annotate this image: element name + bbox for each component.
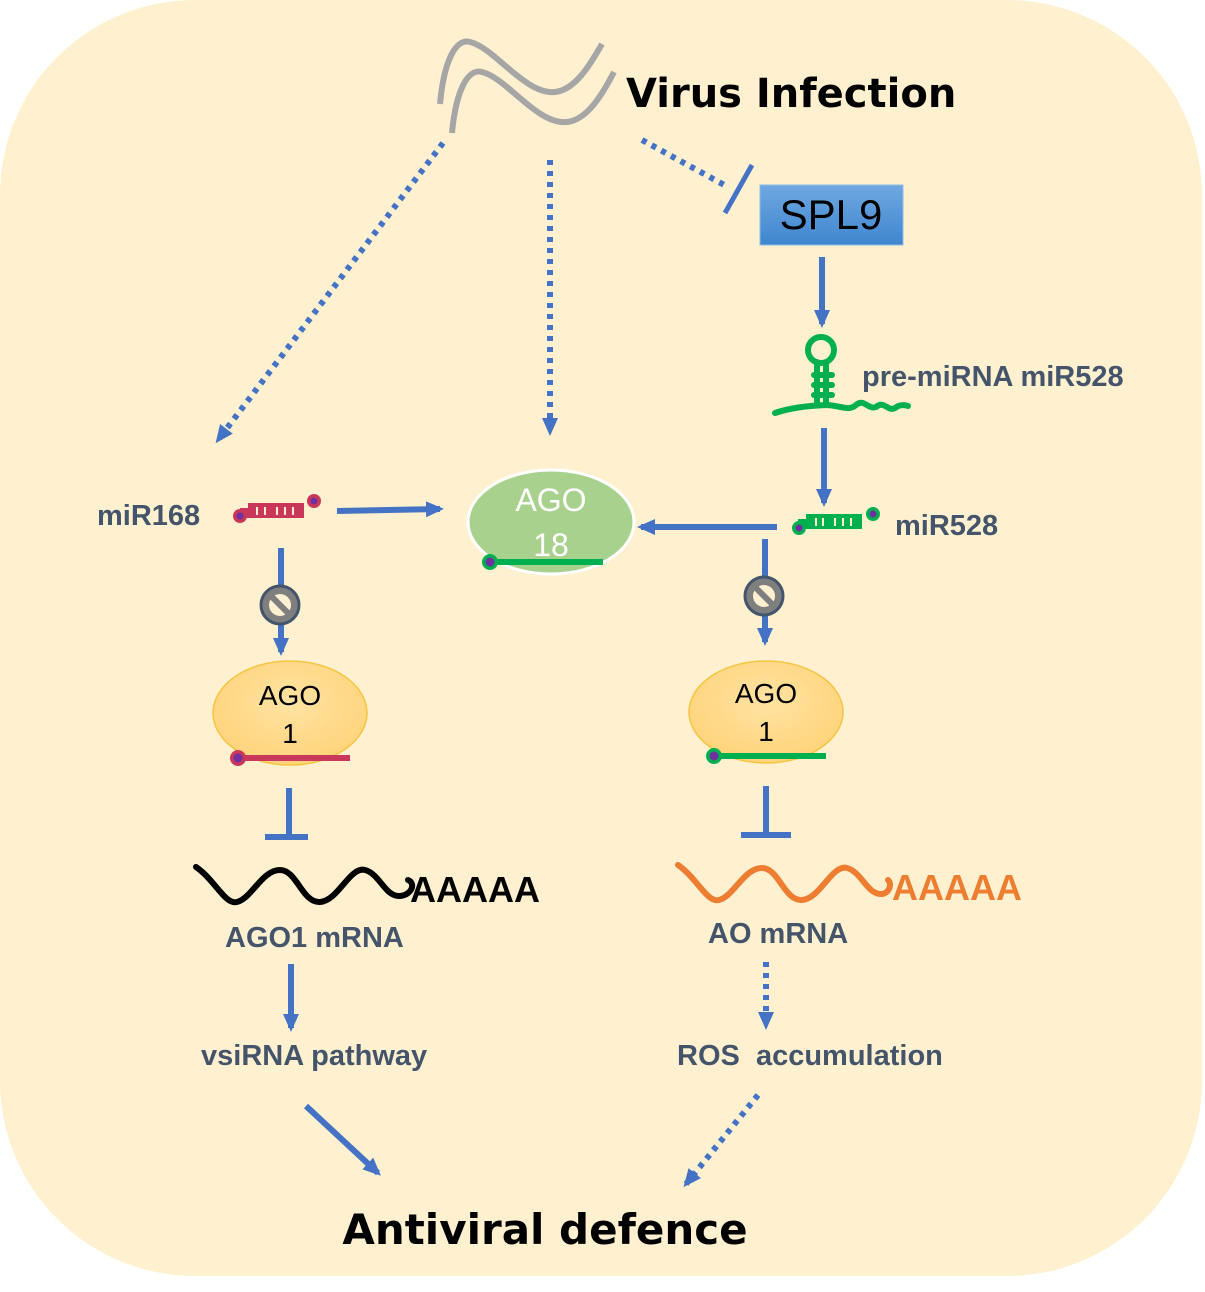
virus-icon bbox=[437, 38, 617, 134]
ago1-mrna-polya: AAAAA bbox=[410, 869, 540, 910]
ago1-mrna-strand bbox=[193, 864, 416, 906]
ago18-node bbox=[466, 468, 636, 576]
virus-infection-title: Virus Infection bbox=[626, 71, 956, 117]
ao-mrna-label: AO mRNA bbox=[708, 918, 848, 950]
ago1-left-label-line2: 1 bbox=[282, 718, 298, 749]
edge-virus-inhibits-spl9 bbox=[640, 137, 730, 190]
ago18-label-line1: AGO bbox=[515, 482, 586, 518]
mir168-label: miR168 bbox=[97, 500, 200, 532]
ago1-right-node bbox=[688, 660, 844, 764]
pre-mirna-hairpin-icon bbox=[772, 334, 911, 416]
blocked-icon-left bbox=[259, 584, 301, 626]
ago1-left-label-line1: AGO bbox=[259, 680, 321, 711]
vsirna-pathway-label: vsiRNA pathway bbox=[201, 1040, 427, 1072]
spl9-label: SPL9 bbox=[780, 191, 883, 238]
edge-ros-to-defence bbox=[683, 1093, 761, 1188]
edge-virus-to-mir168 bbox=[215, 141, 446, 444]
mir528-label: miR528 bbox=[895, 510, 998, 542]
ago18-bound-mirna bbox=[482, 554, 603, 570]
antiviral-defence-label: Antiviral defence bbox=[342, 1205, 747, 1254]
spl9-box bbox=[759, 184, 904, 246]
blocked-icon-right bbox=[743, 575, 785, 617]
edge-mir168-to-ago18 bbox=[336, 501, 444, 518]
ago1-right-bound-mirna bbox=[706, 748, 826, 764]
mir528-duplex-icon bbox=[792, 507, 880, 535]
ago1-right-label-line2: 1 bbox=[758, 716, 774, 747]
edge-vsirna-to-defence bbox=[303, 1103, 381, 1176]
ros-accumulation-label: ROS accumulation bbox=[677, 1040, 943, 1072]
inhibition-ago1-to-ago1mrna bbox=[265, 788, 308, 840]
inhibition-bar bbox=[722, 163, 755, 215]
ao-mrna-strand bbox=[675, 862, 893, 904]
mir168-duplex-icon bbox=[233, 494, 321, 523]
ago1-left-bound-mirna bbox=[230, 750, 350, 766]
ago1-mrna-label: AGO1 mRNA bbox=[225, 922, 404, 954]
ao-mrna-polya: AAAAA bbox=[892, 867, 1022, 908]
ago1-right-label-line1: AGO bbox=[735, 678, 797, 709]
inhibition-ago1-to-aomrna bbox=[741, 786, 791, 838]
ago18-label-line2: 18 bbox=[533, 527, 569, 563]
ago1-left-node bbox=[212, 660, 368, 766]
pre-mirna-label: pre-miRNA miR528 bbox=[862, 361, 1124, 393]
